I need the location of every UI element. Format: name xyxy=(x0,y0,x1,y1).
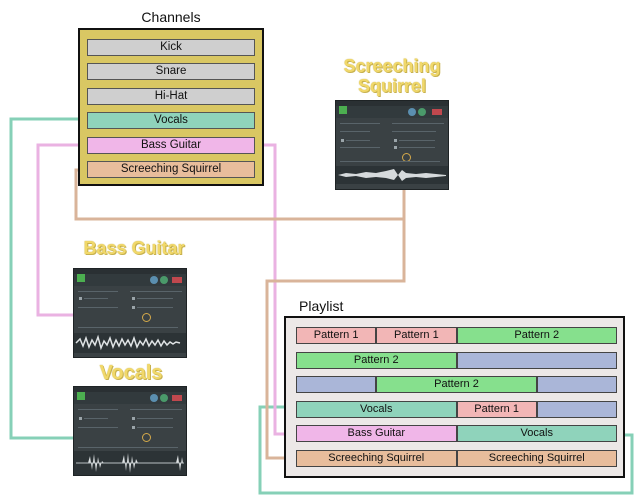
squirrel-playlist-wire xyxy=(265,219,406,460)
playlist-clip[interactable]: Bass Guitar xyxy=(296,425,457,442)
playlist-empty-cell[interactable] xyxy=(296,376,377,393)
bass-guitar-waveform xyxy=(74,333,186,353)
close-icon[interactable] xyxy=(172,395,182,401)
channel-screeching-squirrel[interactable]: Screeching Squirrel xyxy=(87,161,255,178)
waveform-icon xyxy=(338,169,446,181)
playlist-clip[interactable]: Vocals xyxy=(296,400,457,418)
playlist-clip[interactable]: Pattern 2 xyxy=(376,376,537,393)
squirrel-waveform xyxy=(336,166,448,184)
vocals-plugin-window[interactable] xyxy=(73,386,187,476)
knob-icon[interactable] xyxy=(150,276,158,284)
squirrel-plugin-title: Screeching Squirrel xyxy=(330,56,454,96)
playlist-clip[interactable]: Pattern 1 xyxy=(296,327,377,344)
squirrel-plugin-window[interactable] xyxy=(335,100,449,190)
waveform-icon xyxy=(75,334,181,351)
close-icon[interactable] xyxy=(432,109,442,115)
dial-icon[interactable] xyxy=(142,433,151,442)
playlist-clip[interactable]: Screeching Squirrel xyxy=(456,449,617,467)
channels-panel: Kick Snare Hi-Hat Vocals Bass Guitar Scr… xyxy=(78,28,264,186)
playlist-clip[interactable]: Pattern 2 xyxy=(296,351,457,369)
bass-guitar-wire xyxy=(36,143,86,317)
playlist-empty-cell[interactable] xyxy=(536,376,617,393)
channel-kick[interactable]: Kick xyxy=(87,39,255,56)
dial-icon[interactable] xyxy=(142,313,151,322)
playlist-clip[interactable]: Pattern 2 xyxy=(456,327,617,344)
plus-icon[interactable] xyxy=(339,106,347,114)
knob-icon[interactable] xyxy=(160,394,168,402)
knob-icon[interactable] xyxy=(160,276,168,284)
squirrel-title-line2: Squirrel xyxy=(357,76,427,96)
bass-guitar-plugin-window[interactable] xyxy=(73,268,187,358)
channel-hihat[interactable]: Hi-Hat xyxy=(87,88,255,105)
playlist-empty-cell[interactable] xyxy=(456,351,617,369)
plus-icon[interactable] xyxy=(77,274,85,282)
channel-snare[interactable]: Snare xyxy=(87,63,255,80)
playlist-clip[interactable]: Screeching Squirrel xyxy=(296,449,457,467)
knob-icon[interactable] xyxy=(408,108,416,116)
squirrel-title-line1: Screeching xyxy=(343,56,441,76)
vocals-waveform xyxy=(74,451,186,475)
playlist-clip[interactable]: Vocals xyxy=(456,425,617,442)
channel-bass-guitar[interactable]: Bass Guitar xyxy=(87,137,255,154)
vocals-plugin-title: Vocals xyxy=(99,362,163,384)
channels-title: Channels xyxy=(141,9,201,25)
knob-icon[interactable] xyxy=(150,394,158,402)
waveform-icon xyxy=(76,453,184,473)
playlist-empty-cell[interactable] xyxy=(536,400,617,418)
close-icon[interactable] xyxy=(172,277,182,283)
vocals-wire xyxy=(9,117,86,440)
plus-icon[interactable] xyxy=(77,392,85,400)
channel-vocals[interactable]: Vocals xyxy=(87,112,255,129)
playlist-track: Pattern 2 xyxy=(296,351,617,369)
playlist-track: Pattern 2 xyxy=(296,376,617,393)
playlist-clip[interactable]: Pattern 1 xyxy=(376,327,457,344)
playlist-clip[interactable]: Pattern 1 xyxy=(456,400,537,418)
bass-guitar-plugin-title: Bass Guitar xyxy=(83,238,185,258)
playlist-title: Playlist xyxy=(299,298,344,314)
knob-icon[interactable] xyxy=(418,108,426,116)
